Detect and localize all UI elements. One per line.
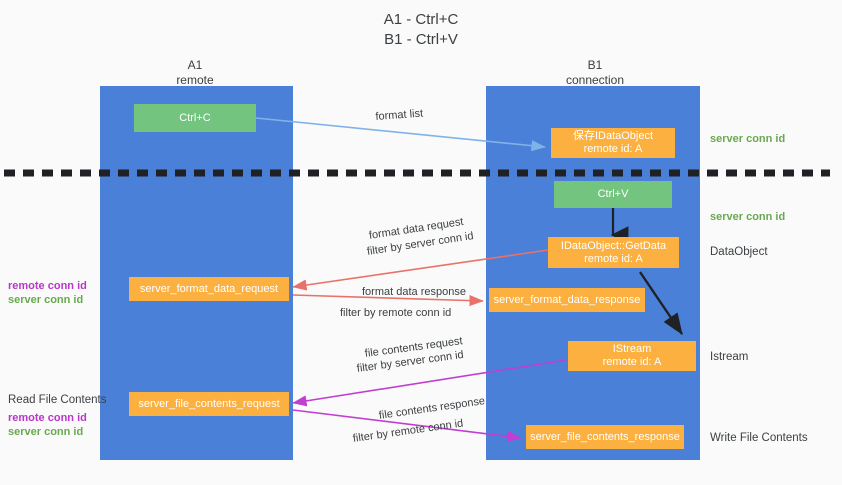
filter-prefix-2: filter by	[340, 307, 379, 319]
edge-label-file-contents-response-filter: filter by remote conn id	[352, 417, 464, 446]
title-line-1: A1 - Ctrl+C	[383, 11, 459, 28]
node-save-dataobject-line2: remote id: A	[583, 143, 643, 155]
column-header-a1: A1 remote	[130, 58, 260, 88]
node-format-data-response-label: server_format_data_response	[493, 293, 641, 306]
filter-prefix-4: filter by	[352, 427, 392, 445]
diagram-title: A1 - Ctrl+C B1 - Ctrl+V	[0, 10, 842, 50]
node-save-dataobject[interactable]: 保存IDataObject remote id: A	[551, 128, 675, 158]
node-format-data-request[interactable]: server_format_data_request	[129, 277, 289, 301]
edge-label-format-data-response-filter: filter by remote conn id	[340, 306, 451, 320]
column-a1-name: A1	[187, 58, 203, 72]
right-label-write-file-contents: Write File Contents	[710, 432, 808, 444]
left-label-group-format: remote conn id server conn id	[8, 279, 87, 307]
column-b1-sub: connection	[565, 73, 625, 87]
node-file-contents-request[interactable]: server_file_contents_request	[129, 392, 289, 416]
node-getdata[interactable]: IDataObject::GetData remote id: A	[548, 237, 679, 268]
node-file-contents-response-label: server_file_contents_response	[530, 430, 680, 443]
column-a1-sub: remote	[176, 73, 214, 87]
node-file-contents-request-label: server_file_contents_request	[138, 397, 280, 410]
right-label-server-conn-id-mid: server conn id	[710, 211, 786, 223]
left-label-read-file-contents: Read File Contents	[8, 394, 107, 406]
node-file-contents-response[interactable]: server_file_contents_response	[526, 425, 684, 449]
right-label-server-conn-id-top: server conn id	[710, 133, 786, 145]
left-label-remote-conn-id-1: remote conn id	[8, 280, 87, 292]
node-istream-line1: IStream	[612, 343, 652, 355]
left-label-server-conn-id-2: server conn id	[8, 426, 84, 438]
node-ctrl-v-label: Ctrl+V	[597, 188, 629, 200]
left-label-server-conn-id-1: server conn id	[8, 294, 84, 306]
node-ctrl-c-label: Ctrl+C	[179, 111, 211, 124]
node-getdata-line1: IDataObject::GetData	[560, 239, 667, 252]
node-ctrl-v[interactable]: Ctrl+V	[554, 181, 672, 208]
left-label-group-file: remote conn id server conn id	[8, 411, 87, 439]
node-istream-line2: remote id: A	[602, 356, 662, 368]
filter-prefix-3: filter by	[356, 357, 396, 375]
node-format-data-request-label: server_format_data_request	[139, 282, 279, 295]
node-ctrl-c[interactable]: Ctrl+C	[134, 104, 256, 132]
right-label-istream: Istream	[710, 351, 749, 363]
right-label-dataobject: DataObject	[710, 246, 768, 258]
node-format-data-response[interactable]: server_format_data_response	[489, 288, 645, 312]
edge-label-file-contents-response: file contents response	[378, 395, 486, 422]
filter-prefix-1: filter by	[366, 240, 407, 258]
column-b1-name: B1	[587, 58, 603, 72]
node-getdata-line2: remote id: A	[584, 252, 643, 265]
node-istream[interactable]: IStream remote id: A	[568, 341, 696, 371]
edge-label-format-list: format list	[375, 107, 424, 123]
filter-value-4: remote conn id	[390, 417, 465, 440]
filter-value-2: remote conn id	[378, 307, 452, 319]
title-line-2: B1 - Ctrl+V	[384, 31, 458, 48]
node-save-dataobject-line1: 保存IDataObject	[572, 130, 654, 142]
column-header-b1: B1 connection	[530, 58, 660, 88]
left-label-remote-conn-id-2: remote conn id	[8, 412, 87, 424]
edge-label-format-data-response: format data response	[362, 286, 466, 298]
